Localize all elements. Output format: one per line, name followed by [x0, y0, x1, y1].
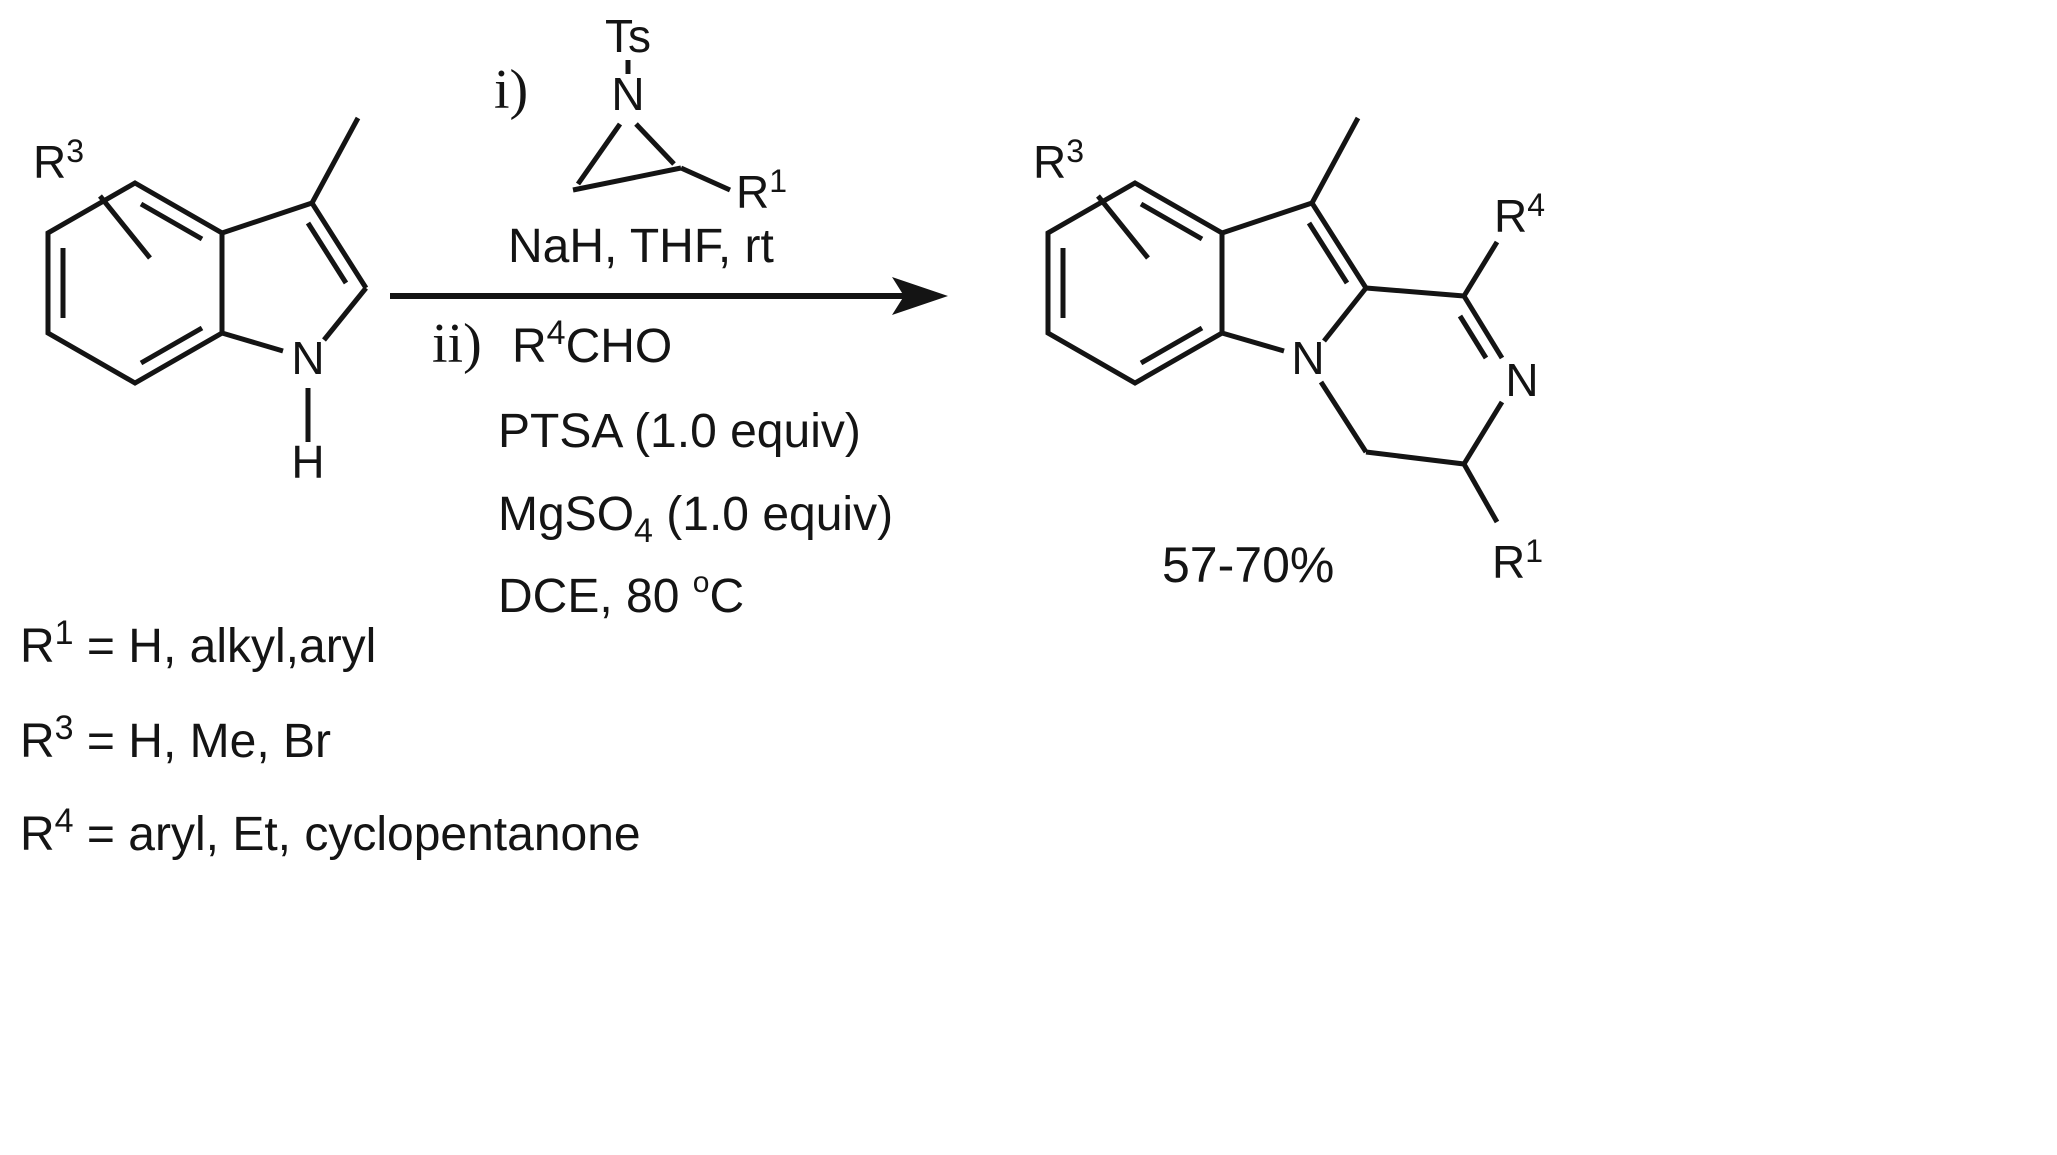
c2-n-bond	[322, 286, 368, 342]
aldehyde-label: R4CHO	[512, 314, 672, 373]
yield-label: 57-70%	[1162, 537, 1334, 593]
legend-r1: R1 = H, alkyl,aryl	[20, 614, 376, 673]
benzene-ring	[1045, 180, 1225, 386]
double-bond-inner	[305, 221, 349, 285]
r3-label: R3	[33, 133, 84, 188]
mgso4-label: MgSO4 (1.0 equiv)	[498, 488, 893, 550]
ring-bond	[1318, 380, 1369, 454]
benzene-ring	[45, 180, 225, 386]
r3-attachment-bond	[1096, 194, 1150, 260]
step1-conditions: NaH, THF, rt	[508, 220, 774, 273]
ring-bond	[1365, 285, 1465, 299]
dce-label: DCE, 80 oC	[498, 566, 744, 623]
aziridine-nitrogen-label: N	[611, 68, 644, 120]
ring-bond	[1461, 400, 1505, 466]
step2-label: ii)	[432, 313, 482, 375]
aziridine-ring-bonds	[572, 122, 682, 193]
ring-nitrogen-label: N	[1291, 332, 1324, 384]
cj-n-bond	[1322, 286, 1368, 343]
imine-bond	[1461, 294, 1505, 360]
ring-bond	[572, 165, 682, 193]
ring-bond	[575, 122, 623, 186]
r1-label: R1	[1492, 533, 1543, 588]
reactant-structure: R3 N H	[33, 116, 369, 488]
pyrazine-ring	[1318, 285, 1505, 467]
n-c7a-bond	[1221, 330, 1285, 354]
ring-bond	[1365, 449, 1465, 467]
r1-label: R1	[736, 163, 787, 218]
reaction-arrow	[390, 277, 948, 315]
imine-nitrogen-label: N	[1505, 354, 1538, 406]
legend-r4: R4 = aryl, Et, cyclopentanone	[20, 802, 641, 861]
ring-nitrogen-label: N	[291, 332, 324, 384]
n-c7a-bond	[221, 330, 284, 354]
r1-bond	[679, 165, 732, 193]
benzene-ring-outline	[1045, 180, 1225, 386]
ts-label: Ts	[605, 10, 651, 62]
aziridine-reagent: Ts N R1 i) NaH, THF, rt	[494, 10, 787, 273]
r4-bond	[1461, 240, 1500, 298]
double-bond-inner	[1139, 325, 1204, 366]
pyrrole-ring	[1221, 200, 1369, 354]
benzene-ring-outline	[45, 180, 225, 386]
pyrrole-ring	[221, 200, 369, 354]
methyl-bond	[1309, 116, 1361, 205]
pyrrole-bonds	[221, 200, 369, 290]
double-bond-inner	[139, 325, 204, 366]
legend: R1 = H, alkyl,aryl R3 = H, Me, Br R4 = a…	[20, 614, 641, 861]
double-bond-inner	[139, 201, 204, 242]
methyl-bond	[309, 116, 361, 205]
double-bond-inner	[1139, 201, 1204, 242]
double-bond-inner	[1457, 314, 1489, 360]
r4-label: R4	[1494, 187, 1545, 242]
product-structure: R3 R4 N N R1 57-70%	[1033, 116, 1545, 593]
legend-r3: R3 = H, Me, Br	[20, 709, 331, 768]
ring-bond	[634, 122, 676, 166]
ptsa-label: PTSA (1.0 equiv)	[498, 405, 861, 458]
nh-hydrogen-label: H	[291, 436, 324, 488]
double-bond-inner	[1306, 221, 1350, 285]
r3-label: R3	[1033, 133, 1084, 188]
arrow-head	[892, 277, 948, 315]
step2-conditions: ii) R4CHO PTSA (1.0 equiv) MgSO4 (1.0 eq…	[432, 313, 893, 623]
step1-label: i)	[494, 59, 528, 121]
r3-attachment-bond	[98, 194, 152, 260]
r1-bond	[1461, 462, 1500, 524]
